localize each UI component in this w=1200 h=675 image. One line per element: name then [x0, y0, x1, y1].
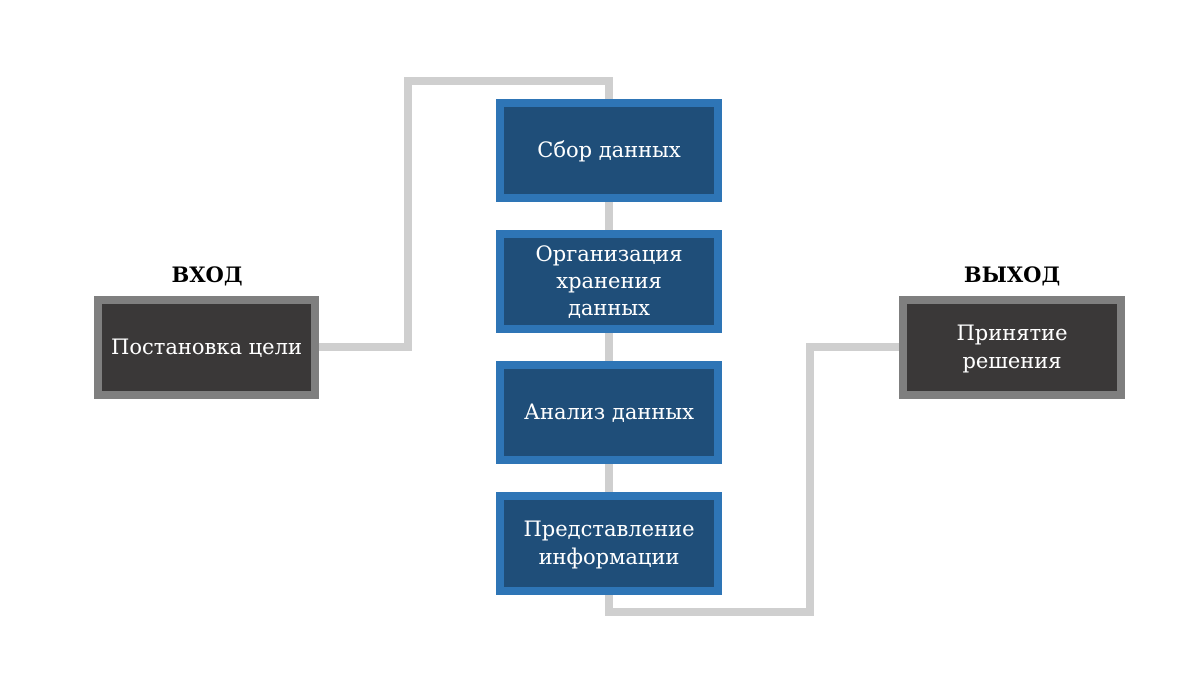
- input-label: ВХОД: [171, 262, 243, 287]
- goal-setting-text: Постановка цели: [111, 334, 302, 359]
- step-data-analysis-text: Анализ данных: [524, 399, 694, 424]
- connector-presentation-to-output: [605, 343, 899, 616]
- decision-making-text: Принятие решения: [956, 321, 1068, 373]
- step-information-presentation[interactable]: Представление информации: [496, 492, 722, 595]
- output-label: ВЫХОД: [963, 262, 1061, 287]
- step-data-analysis[interactable]: Анализ данных: [496, 361, 722, 464]
- step-data-collection-text: Сбор данных: [537, 137, 681, 162]
- step-information-presentation-text: Представление информации: [523, 517, 695, 569]
- step-data-storage[interactable]: Организация хранения данных: [496, 230, 722, 333]
- step-data-storage-text: Организация хранения данных: [535, 241, 683, 321]
- connector-input-to-collect: [319, 77, 613, 351]
- decision-making-box[interactable]: Принятие решения: [899, 296, 1125, 399]
- goal-setting-box[interactable]: Постановка цели: [94, 296, 319, 399]
- step-data-collection[interactable]: Сбор данных: [496, 99, 722, 202]
